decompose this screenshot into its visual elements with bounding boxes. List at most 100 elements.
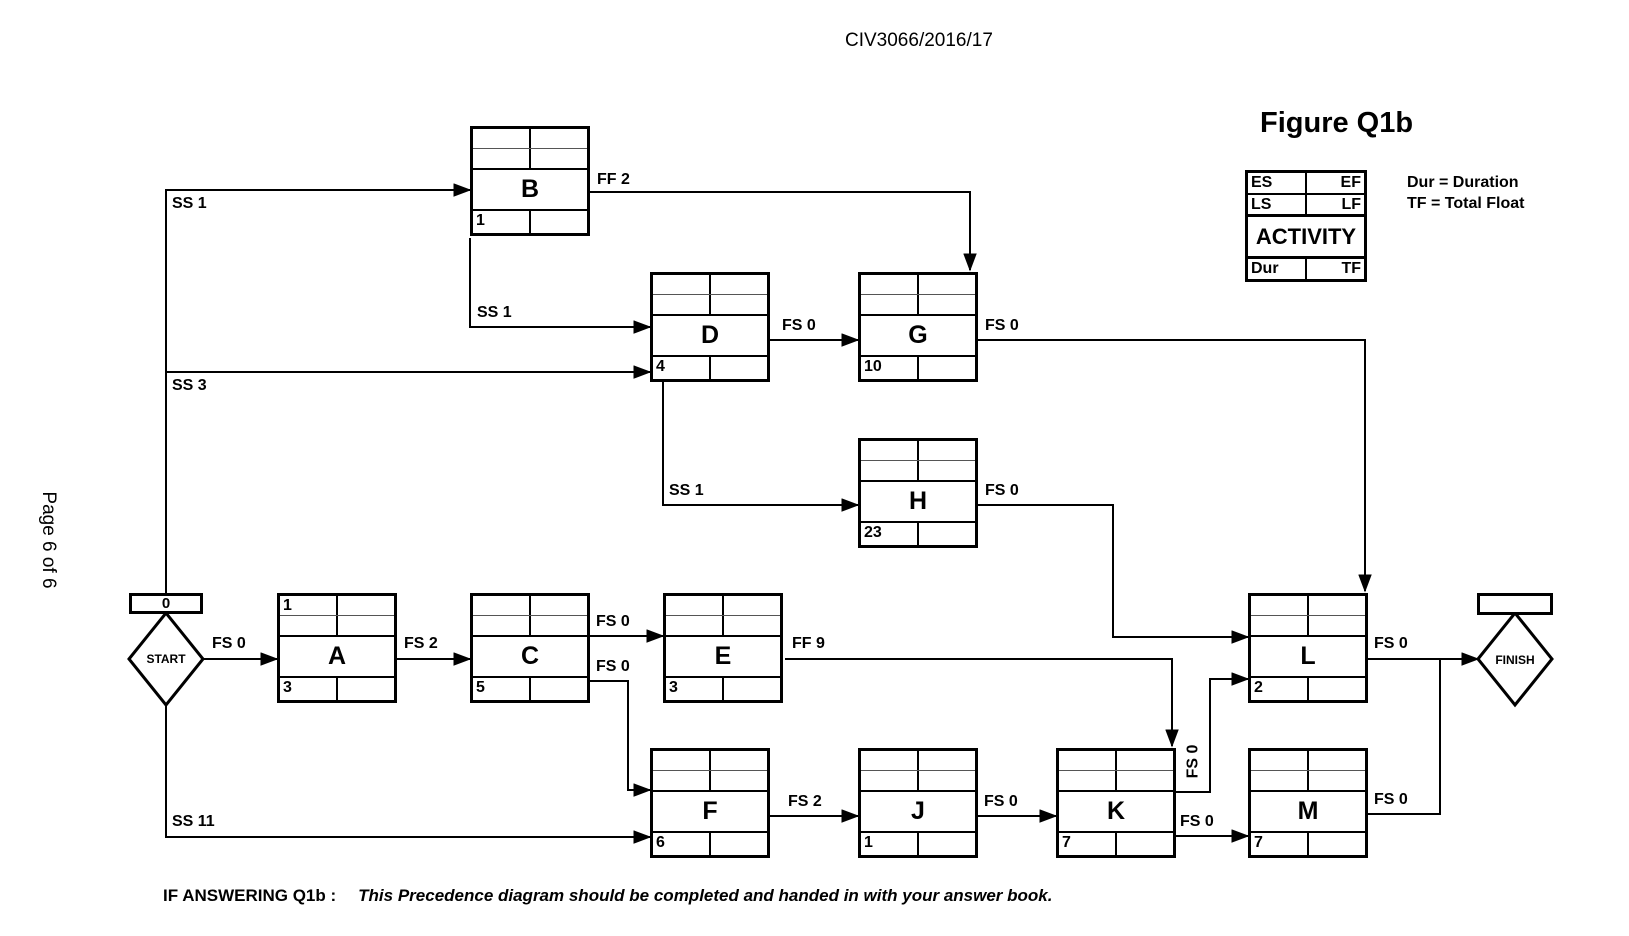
activity-D-ls-cell [653, 295, 711, 314]
activity-L-row [1251, 616, 1365, 637]
activity-K-dur-cell: 7 [1059, 833, 1117, 855]
activity-J-name: J [861, 792, 975, 833]
activity-B-ls-cell [473, 149, 531, 168]
activity-H-dur-cell: 23 [861, 523, 919, 545]
activity-F-name: F [653, 792, 767, 833]
link-m-finish-line [1368, 660, 1441, 815]
activity-M-es-cell [1251, 751, 1309, 770]
finish-label: FINISH [1495, 653, 1535, 667]
activity-G-es-cell [861, 275, 919, 294]
activity-G-tf-cell [919, 357, 975, 379]
activity-E-row [666, 616, 780, 637]
activity-J-row [861, 771, 975, 792]
activity-M-name: M [1251, 792, 1365, 833]
activity-K-row: 7 [1059, 833, 1173, 855]
activity-K-es-cell [1059, 751, 1117, 770]
link-label-c-e: FS 0 [596, 613, 630, 630]
activity-L-row [1251, 596, 1365, 616]
activity-C-row [473, 616, 587, 637]
activity-A-es-cell: 1 [280, 596, 338, 615]
activity-C-dur-cell: 5 [473, 678, 531, 700]
activity-A-row: 1 [280, 596, 394, 616]
activity-B-es-cell [473, 129, 531, 148]
link-label-k-m: FS 0 [1180, 813, 1214, 830]
activity-C-ef-cell [531, 596, 587, 615]
start-diamond [127, 610, 205, 708]
legend-ef-cell: EF [1340, 174, 1361, 191]
activity-F-row [653, 751, 767, 771]
activity-K-ef-cell [1117, 751, 1173, 770]
activity-E-row: 3 [666, 678, 780, 700]
link-g-l-line [978, 339, 1372, 593]
activity-H-ls-cell [861, 461, 919, 480]
link-b-d-line [469, 238, 652, 334]
legend-ls-lf-row: LS LF [1248, 195, 1364, 217]
activity-F-es-cell [653, 751, 711, 770]
activity-M-row: 7 [1251, 833, 1365, 855]
activity-D-dur-cell: 4 [653, 357, 711, 379]
activity-E-dur-cell: 3 [666, 678, 724, 700]
activity-K-lf-cell [1117, 771, 1173, 790]
activity-D-row: 4 [653, 357, 767, 379]
activity-A-lf-cell [338, 616, 394, 635]
activity-B-tf-cell [531, 211, 587, 233]
legend-note-duration: Dur = Duration [1407, 174, 1519, 191]
activity-D-row [653, 275, 767, 295]
activity-F-row: 6 [653, 833, 767, 855]
activity-A-tf-cell [338, 678, 394, 700]
link-start-f-line [165, 705, 652, 844]
activity-K-row [1059, 751, 1173, 771]
activity-H-row [861, 441, 975, 461]
activity-E-ef-cell [724, 596, 780, 615]
activity-J-ls-cell [861, 771, 919, 790]
activity-F-ls-cell [653, 771, 711, 790]
activity-A-ls-cell [280, 616, 338, 635]
activity-D-es-cell [653, 275, 711, 294]
link-c-f-line [590, 680, 652, 797]
activity-G-lf-cell [919, 295, 975, 314]
activity-E-name: E [666, 637, 780, 678]
link-label-a-c: FS 2 [404, 635, 438, 652]
activity-B-ef-cell [531, 129, 587, 148]
activity-B-row [473, 149, 587, 170]
activity-D-ef-cell [711, 275, 767, 294]
activity-C-row [473, 596, 587, 616]
activity-E-tf-cell [724, 678, 780, 700]
activity-E-ls-cell [666, 616, 724, 635]
activity-J-tf-cell [919, 833, 975, 855]
activity-A-ef-cell [338, 596, 394, 615]
activity-E-es-cell [666, 596, 724, 615]
activity-G-name: G [861, 316, 975, 357]
legend-notes: Dur = Duration TF = Total Float [1407, 172, 1524, 214]
legend-activity-cell: ACTIVITY [1248, 217, 1364, 259]
activity-H-ef-cell [919, 441, 975, 460]
activity-M-row [1251, 751, 1365, 771]
activity-D-name: D [653, 316, 767, 357]
start-time-box: 0 [129, 593, 203, 614]
activity-C-row: 5 [473, 678, 587, 700]
finish-diamond [1476, 610, 1554, 708]
activity-J-lf-cell [919, 771, 975, 790]
activity-L-name: L [1251, 637, 1365, 678]
activity-J-ef-cell [919, 751, 975, 770]
activity-H-tf-cell [919, 523, 975, 545]
figure-title: Figure Q1b [1260, 107, 1414, 139]
activity-G-dur-cell: 10 [861, 357, 919, 379]
activity-K-row [1059, 771, 1173, 792]
link-k-l-line [1176, 672, 1250, 793]
legend-dur-tf-row: Dur TF [1248, 259, 1364, 279]
activity-J-es-cell [861, 751, 919, 770]
activity-G-row [861, 295, 975, 316]
activity-M-ef-cell [1309, 751, 1365, 770]
activity-B-lf-cell [531, 149, 587, 168]
activity-B-row: 1 [473, 211, 587, 233]
activity-F-ef-cell [711, 751, 767, 770]
